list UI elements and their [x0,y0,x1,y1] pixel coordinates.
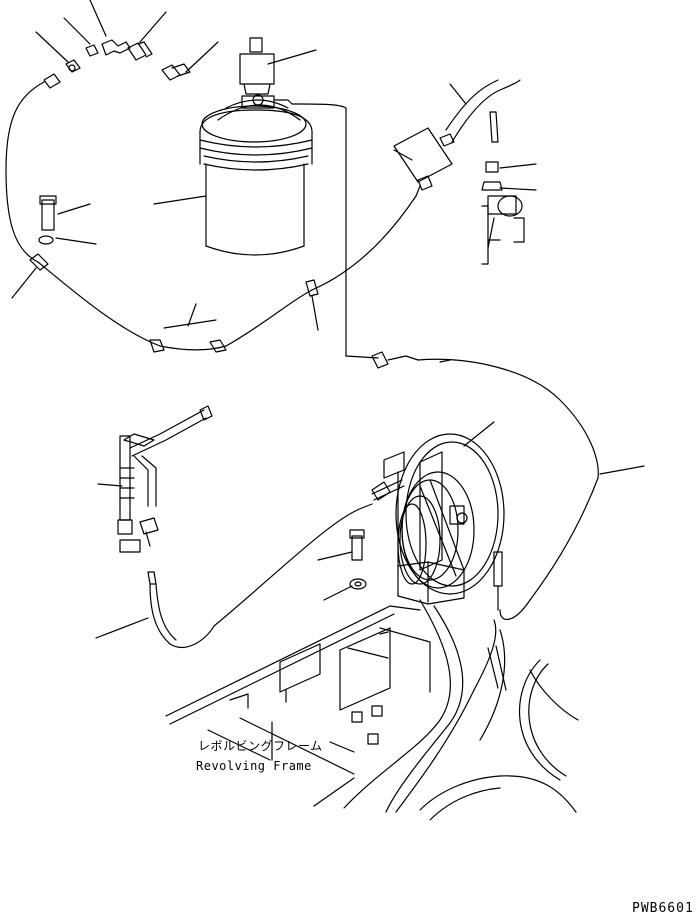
grease-pump-canister [199,37,313,256]
bolt-washer-mid [349,529,367,590]
grease-gun [117,405,391,648]
hose-lines-top [5,79,521,359]
revolving-frame-label-jp: レボルビングフレーム [198,739,323,753]
bolt-washer-left [38,195,57,245]
grease-coupler [481,161,525,265]
hose-reel [371,433,505,605]
leader-lines [11,0,645,807]
inline-filter [393,127,453,183]
mount-bracket-plate [279,643,321,693]
revolving-frame-label-en: Revolving Frame [196,759,312,773]
fittings-chain [43,39,191,89]
revolving-frame [165,599,579,821]
drawing-code: PWB6601 [632,901,694,916]
reel-mount-bracket [339,627,391,711]
long-hose [371,351,599,620]
